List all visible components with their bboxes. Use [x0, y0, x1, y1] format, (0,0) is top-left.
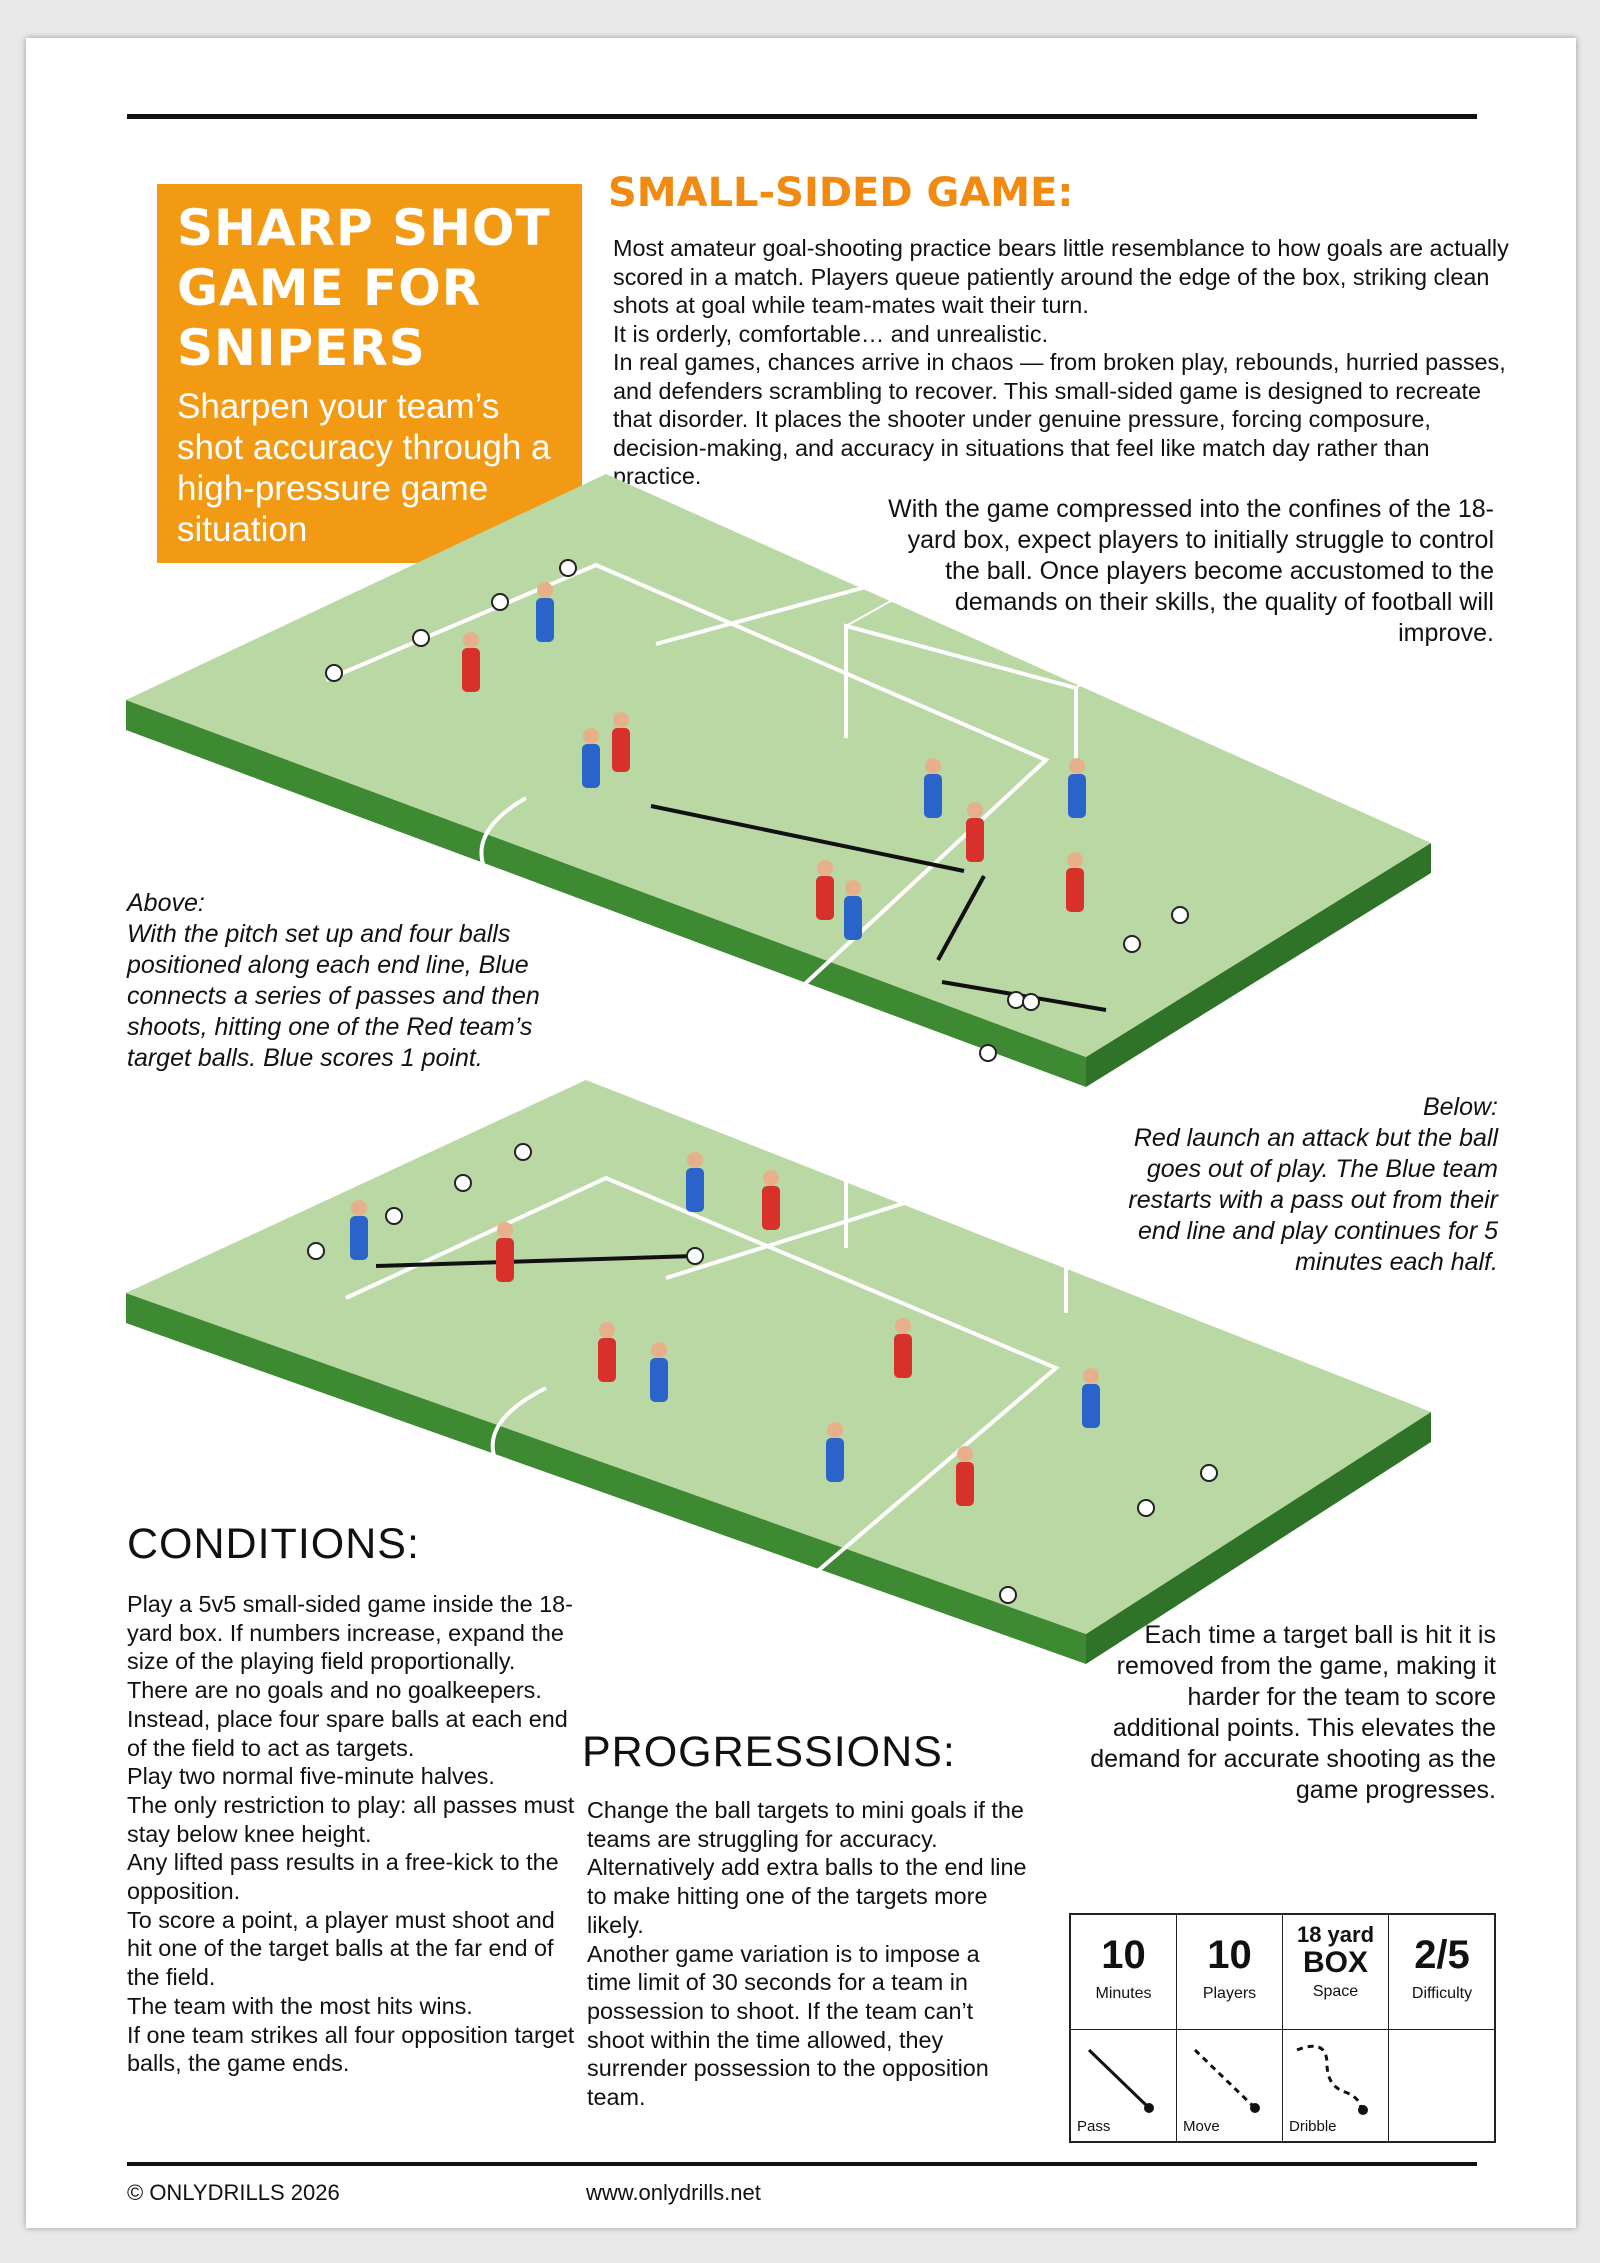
legend-empty	[1389, 2030, 1495, 2141]
page-title: SHARP SHOT GAME FOR SNIPERS	[177, 199, 551, 377]
pitch-top-edge-side	[1086, 843, 1431, 1087]
dribble-line-icon	[1296, 2044, 1368, 2115]
pass-line	[650, 804, 965, 873]
list-item: The team with the most hits wins.	[127, 1992, 473, 2019]
list-item: The only restriction to play: all passes…	[127, 1791, 575, 1847]
stat-label: Difficulty	[1411, 1985, 1473, 2002]
stat-value-top: 18 yard	[1296, 1922, 1375, 1947]
caption-above-label: Above:	[127, 889, 205, 917]
stat-minutes: 10 Minutes	[1071, 1915, 1177, 2030]
stat-space: 18 yard BOX Space	[1283, 1915, 1389, 2030]
list-item: There are no goals and no goalkeepers. I…	[127, 1677, 568, 1761]
conditions-list: Play a 5v5 small-sided game inside the 1…	[127, 1590, 582, 2078]
legend-dribble: Dribble	[1283, 2030, 1389, 2141]
pitch-top-line	[655, 550, 1192, 646]
players-blue	[350, 582, 1100, 1482]
bottom-rule	[127, 2162, 1477, 2166]
pitch-diagrams	[126, 474, 1431, 1664]
pitch-bottom-arc	[490, 1386, 547, 1480]
intro-paragraph: It is orderly, comfortable… and unrealis…	[613, 320, 1049, 347]
players-red	[462, 632, 1084, 1506]
caption-above: Above: With the pitch set up and four ba…	[127, 888, 567, 1074]
list-item: Any lifted pass results in a free-kick t…	[127, 1849, 559, 1905]
caption-above-text: With the pitch set up and four balls pos…	[127, 920, 540, 1072]
intro-heading: SMALL-SIDED GAME:	[608, 170, 1074, 216]
progressions-heading: PROGRESSIONS:	[582, 1728, 956, 1776]
progressions-list: Change the ball targets to mini goals if…	[587, 1796, 1027, 2112]
stat-label: Minutes	[1095, 1985, 1152, 2002]
pitch-bottom-edge-side	[1086, 1412, 1431, 1664]
target-balls	[307, 559, 1218, 1604]
legend-label: Move	[1183, 2118, 1220, 2135]
pitch-bottom-line	[665, 1165, 1197, 1280]
pass-line	[936, 875, 986, 961]
list-item: To score a point, a player must shoot an…	[127, 1906, 555, 1991]
legend-label: Dribble	[1289, 2118, 1337, 2135]
legend-pass: Pass	[1071, 2030, 1177, 2141]
list-item: Play a 5v5 small-sided game inside the 1…	[127, 1591, 573, 1675]
legend-move: Move	[1177, 2030, 1283, 2141]
stat-difficulty: 2/5 Difficulty	[1389, 1915, 1495, 2030]
pitch-top-line	[325, 562, 1050, 1022]
pass-line	[375, 1254, 695, 1268]
goal-bottom	[844, 1116, 1109, 1313]
stat-value: 10	[1101, 1933, 1146, 1977]
callout-target-removed: Each time a target ball is hit it is rem…	[1090, 1621, 1496, 1804]
list-item: If one team strikes all four opposition …	[127, 2021, 575, 2077]
info-box: 10 Minutes 10 Players 18 yard BOX Space …	[1069, 1913, 1496, 2143]
stat-label: Players	[1202, 1985, 1257, 2002]
intro-text: Most amateur goal-shooting practice bear…	[613, 234, 1518, 491]
stat-value: 2/5	[1414, 1933, 1470, 1977]
list-item: Change the ball targets to mini goals if…	[587, 1797, 1024, 1852]
page-sheet: SHARP SHOT GAME FOR SNIPERS Sharpen your…	[26, 38, 1576, 2228]
stat-value: 10	[1207, 1933, 1252, 1977]
stat-players: 10 Players	[1177, 1915, 1283, 2030]
pitch-bottom-line	[345, 1175, 1060, 1600]
pitch-bottom-surface	[126, 1080, 1431, 1634]
title-box: SHARP SHOT GAME FOR SNIPERS Sharpen your…	[157, 184, 582, 563]
caption-below-label: Below:	[1422, 1093, 1498, 1121]
conditions-heading: CONDITIONS:	[127, 1520, 420, 1568]
goal-top	[844, 596, 1119, 808]
page-subtitle: Sharpen your team’s shot accuracy throug…	[177, 387, 551, 549]
list-item: Alternatively add extra balls to the end…	[587, 1854, 1027, 1938]
pitch-top-surface	[126, 474, 1431, 1057]
footer-copyright: © ONLYDRILLS 2026	[127, 2180, 340, 2205]
pitch-bottom	[126, 1080, 1431, 1664]
list-item: Play two normal five-minute halves.	[127, 1763, 495, 1790]
stat-value: BOX	[1302, 1946, 1368, 1979]
list-item: Another game variation is to impose a ti…	[587, 1940, 989, 2111]
legend-label: Pass	[1077, 2118, 1111, 2135]
intro-paragraph: Most amateur goal-shooting practice bear…	[613, 235, 1509, 318]
top-rule	[127, 114, 1477, 119]
move-line-icon	[1193, 2048, 1260, 2113]
pitch-top	[126, 474, 1431, 1087]
intro-paragraph: In real games, chances arrive in chaos —…	[613, 349, 1506, 489]
pass-line-icon	[1087, 2048, 1154, 2113]
footer-website-link[interactable]: www.onlydrills.net	[586, 2180, 761, 2205]
caption-below-text: Red launch an attack but the ball goes o…	[1128, 1124, 1498, 1276]
caption-below: Below: Red launch an attack but the ball…	[1086, 1092, 1498, 1278]
pitch-top-arc	[479, 796, 527, 890]
callout-compressed: With the game compressed into the confin…	[888, 495, 1494, 647]
stat-label: Space	[1312, 1983, 1359, 2000]
pitch-top-edge	[126, 700, 1086, 1087]
pitch-bottom-edge	[126, 1293, 1086, 1664]
